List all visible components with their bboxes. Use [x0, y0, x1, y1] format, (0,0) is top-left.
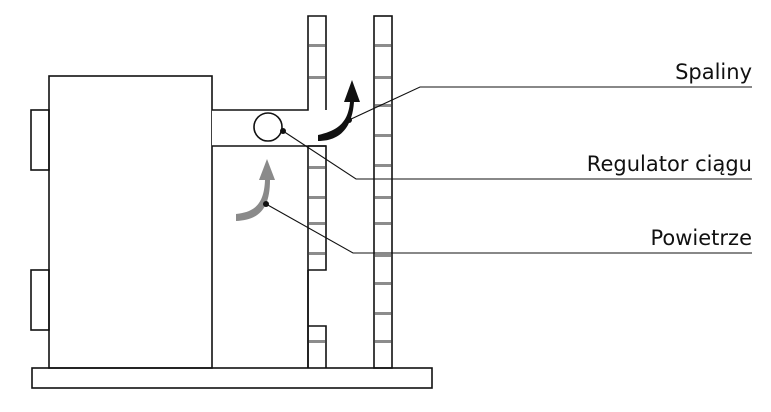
flue-gas-label: Spaliny	[675, 60, 752, 84]
outer-chimney-column	[373, 15, 393, 369]
brick-mark	[375, 196, 391, 199]
boiler-upper-tab	[30, 109, 50, 171]
brick-mark	[309, 44, 325, 47]
brick-mark	[375, 164, 391, 167]
brick-mark	[309, 166, 325, 169]
base-platform	[31, 367, 433, 389]
brick-mark	[309, 340, 325, 343]
brick-mark	[375, 312, 391, 315]
inner-chimney-column	[307, 145, 327, 368]
brick-mark	[309, 196, 325, 199]
brick-mark	[375, 134, 391, 137]
air-leader-dot	[263, 201, 269, 207]
brick-mark	[309, 252, 325, 255]
air-arrow	[236, 159, 275, 221]
boiler-lower-tab	[30, 269, 50, 331]
flue-connector-outline	[212, 15, 327, 111]
air-label: Powietrze	[650, 226, 752, 250]
flue-gas-arrow	[318, 80, 360, 141]
brick-mark	[375, 104, 391, 107]
brick-mark	[375, 340, 391, 343]
brick-mark	[375, 282, 391, 285]
draft-regulator-leader-dot	[280, 128, 286, 134]
flue-gas-leader-dot	[346, 117, 352, 123]
leader-lines	[265, 86, 752, 254]
draft-regulator-label: Regulator ciągu	[587, 152, 752, 176]
brick-mark	[375, 44, 391, 47]
brick-marks	[309, 44, 391, 343]
brick-mark	[309, 222, 325, 225]
brick-mark	[375, 76, 391, 79]
brick-mark	[375, 254, 391, 257]
boiler-body	[48, 75, 213, 369]
draft-regulator-circle	[253, 112, 283, 142]
brick-mark	[309, 76, 325, 79]
brick-mark	[375, 222, 391, 225]
